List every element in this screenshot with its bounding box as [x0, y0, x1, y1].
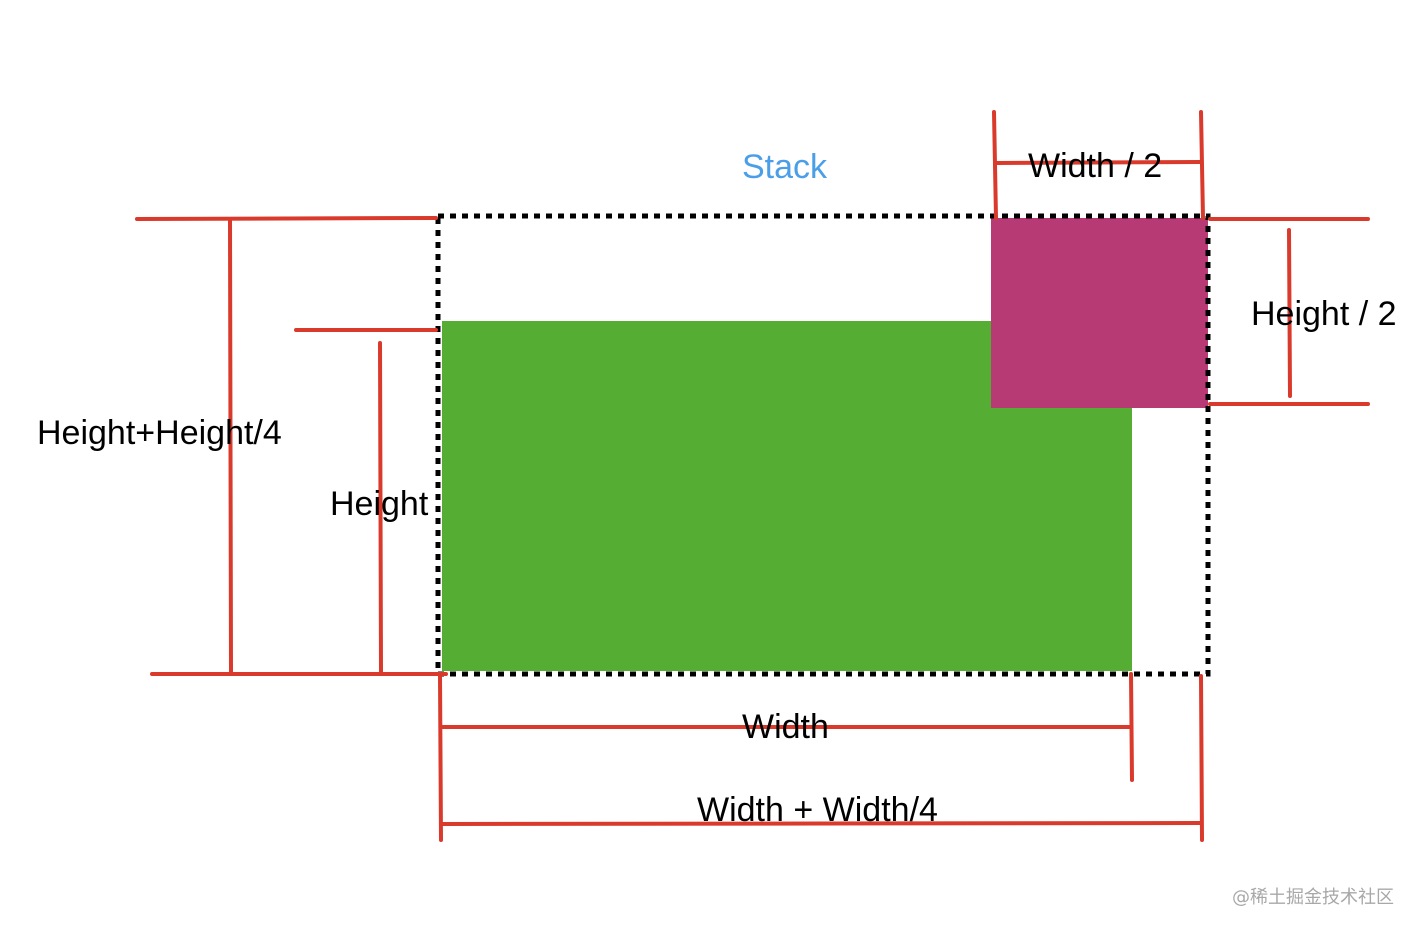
height-label: Height [330, 485, 429, 523]
dimension-lines [135, 110, 1370, 842]
width-half-label: Width / 2 [1028, 147, 1163, 185]
width-half-ext-right [1199, 110, 1205, 220]
stack-boundary [435, 213, 1211, 677]
height-total-dim [228, 218, 233, 674]
width-half-dim [994, 160, 1202, 165]
height-total-ext-top [135, 216, 438, 221]
width-label: Width [742, 708, 829, 746]
height-plus-quarter-label: Height+Height/4 [37, 414, 282, 452]
magenta-box [991, 218, 1208, 408]
height-half-label: Height / 2 [1251, 295, 1397, 333]
height-dim [378, 341, 383, 674]
watermark: @稀土掘金技术社区 [1232, 887, 1394, 908]
width-half-ext-left [992, 110, 998, 220]
width-ext-left [438, 674, 443, 842]
width-total-dim [440, 821, 1202, 826]
height-half-dim [1287, 228, 1292, 398]
stack-label: Stack [742, 148, 828, 186]
width-total-ext-right [1199, 674, 1204, 842]
width-plus-quarter-label: Width + Width/4 [697, 791, 938, 829]
